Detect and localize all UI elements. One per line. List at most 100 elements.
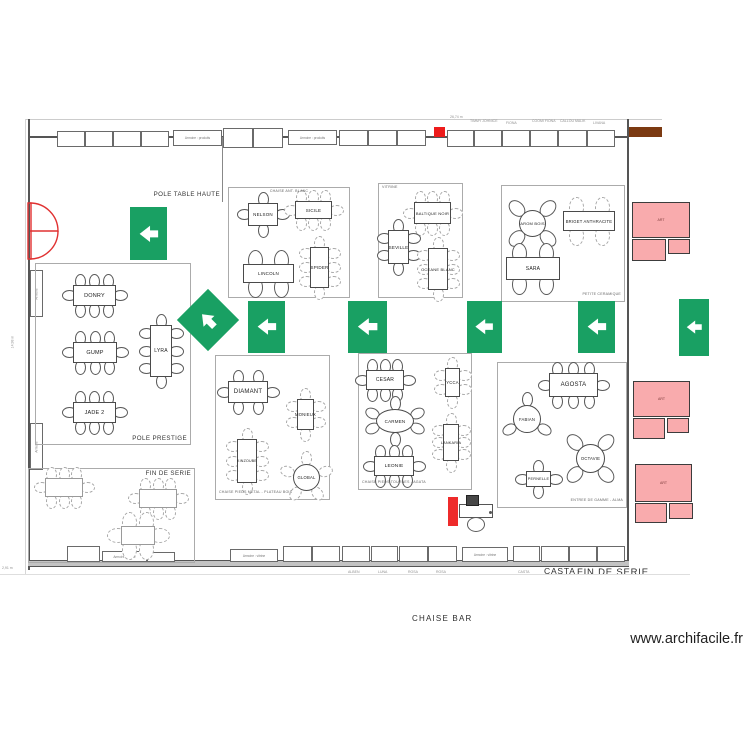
arrow-left-icon: [587, 318, 606, 336]
wall-cabinet: [447, 130, 474, 147]
wall-cabinet: [57, 131, 85, 147]
zone-fin-de-serie: [28, 468, 195, 563]
tiny-label: 14,98 m: [10, 335, 15, 349]
direction-arrow-sign: [467, 301, 502, 353]
zone-label-fin-de-serie: FIN DE SERIE: [145, 470, 191, 477]
wall-cabinet-label: Armoire : produits: [184, 136, 211, 140]
wall-cabinet: [502, 130, 530, 147]
wall-cabinet: [339, 130, 368, 146]
zone-entree-de-gamme: [497, 362, 627, 508]
table-sara: SARA: [506, 257, 560, 280]
wall-cabinet: [368, 130, 397, 146]
table-ycca: YCCA: [445, 368, 460, 397]
tiny-label: ROSA: [436, 570, 446, 574]
wall-cabinet: [397, 130, 426, 146]
zone-label-casta: CASTA: [544, 566, 576, 576]
table-briget-anthracite: BRIGET ANTHRACITE: [563, 211, 615, 231]
wall-cabinet: [541, 546, 569, 562]
zone-chaise-pieds-tournes: [358, 353, 472, 490]
table-donry: DONRY: [73, 285, 116, 306]
arrow-left-icon: [357, 318, 378, 336]
zone-caption-entree-de-gamme: ENTREE DE GAMME - ALMA: [570, 498, 623, 502]
computer-mouse: [489, 511, 492, 514]
wall-cabinet: Armoire : produits: [288, 130, 337, 145]
wall: [28, 560, 629, 567]
arrow-left-icon: [686, 320, 702, 335]
red-marker-desk: [448, 497, 458, 526]
zone-petite-ceramique: [501, 185, 625, 302]
wall-cabinet: Armoire : produits: [173, 130, 222, 146]
wall: [25, 119, 26, 575]
wall: [28, 566, 629, 567]
table-cesar: CESAR: [366, 370, 404, 390]
table-agosta: AGOSTA: [549, 373, 598, 397]
brown-bar: [629, 127, 662, 137]
wall-cabinet: [569, 546, 597, 562]
tiny-label: LIVANA: [593, 121, 606, 125]
table-octavie: OCTAVIE: [576, 444, 605, 473]
table-unnamed: [121, 526, 155, 545]
table-oceane-blanc: OCEANE BLANC: [421, 248, 455, 290]
direction-arrow-sign: [130, 207, 167, 260]
showroom-unit: [669, 503, 693, 519]
direction-arrow-sign: [348, 301, 387, 353]
table-sicile: SICILE: [295, 201, 332, 219]
door-icon: [27, 202, 59, 260]
zone-caption-vitrine: VITRINE: [382, 185, 398, 189]
zone-pole-prestige: [35, 263, 191, 445]
wall-cabinet: [223, 128, 253, 148]
zone-label-pole-prestige: POLE PRESTIGE: [132, 435, 187, 442]
wall-cabinet-label: Armoire : vitrine: [242, 553, 266, 558]
wall-cabinet: [558, 130, 587, 147]
archifacile-watermark: www.archifacile.fr: [630, 631, 743, 647]
zone-caption-chaise-ant-blanc: CHAISE ANT. BLANC: [269, 189, 309, 193]
table-lyra: LYRA: [150, 325, 172, 377]
table-jade-2: JADE 2: [73, 402, 116, 423]
wall-cabinet: [530, 130, 558, 147]
zone-label-pole-table-haute: POLE TABLE HAUTE: [153, 191, 220, 198]
arrow-left-icon: [201, 313, 217, 329]
tiny-label: LUNA: [378, 570, 388, 574]
wall-cabinet: [428, 546, 457, 562]
tiny-label: 2,91 m: [2, 566, 13, 570]
showroom-unit: ART: [632, 202, 690, 238]
table-arom-bois: AROM BOIS: [519, 210, 546, 237]
table-unnamed: [45, 478, 83, 497]
table-lankaria: LANKARIA: [441, 424, 461, 461]
arrow-left-icon: [257, 318, 276, 336]
wall-cabinet: [67, 546, 100, 562]
wall-cabinet: [474, 130, 502, 147]
direction-arrow-sign: [248, 301, 285, 353]
wall: [25, 119, 662, 120]
table-fabian: FABIAN: [513, 405, 541, 433]
wall-cabinet: [113, 131, 141, 147]
wall-cabinet: [85, 131, 113, 147]
table-leonie: LEONIE: [374, 456, 414, 476]
showroom-unit: [635, 503, 667, 523]
zone-chaise-pieds-metal: [215, 355, 330, 500]
table-global: GLOBAL: [293, 464, 320, 491]
zone-caption-chaise-pieds-tournes: CHAISE PIEDS TOURNES - AGATA: [362, 480, 426, 484]
table-spider: SPIDER: [310, 247, 329, 288]
wall-cabinet: Armoire : vitrine: [462, 547, 508, 562]
wall: [0, 574, 690, 575]
tiny-label: TIMMY JOHNICE: [470, 119, 498, 123]
arrow-left-icon: [139, 225, 158, 242]
zone-chaise-ant-blanc: [228, 187, 350, 298]
table-monieux: MONIEUX: [295, 399, 316, 430]
tiny-label: FIONA: [506, 121, 517, 125]
table-kinzoube: KINZOUBE: [237, 439, 257, 483]
wall-cabinet: Armoire: [30, 423, 43, 470]
wall-cabinet: Armoire : vitrine: [230, 549, 278, 562]
wall-cabinet-label: Armoire : produits: [299, 135, 326, 140]
showroom-unit: ART: [635, 464, 692, 502]
direction-arrow-sign: [176, 288, 240, 352]
zone-caption-chaise-pieds-metal: CHAISE PIEDS METAL - PLATEAU BOIS: [219, 490, 293, 494]
wall-cabinet: [371, 546, 398, 562]
red-marker-top: [434, 127, 445, 137]
direction-arrow-sign: [679, 299, 709, 356]
table-carmen: CARMEN: [376, 409, 414, 433]
table-seville: SEVILLE: [388, 230, 409, 264]
table-unnamed: [139, 489, 177, 508]
showroom-unit: [632, 239, 666, 261]
